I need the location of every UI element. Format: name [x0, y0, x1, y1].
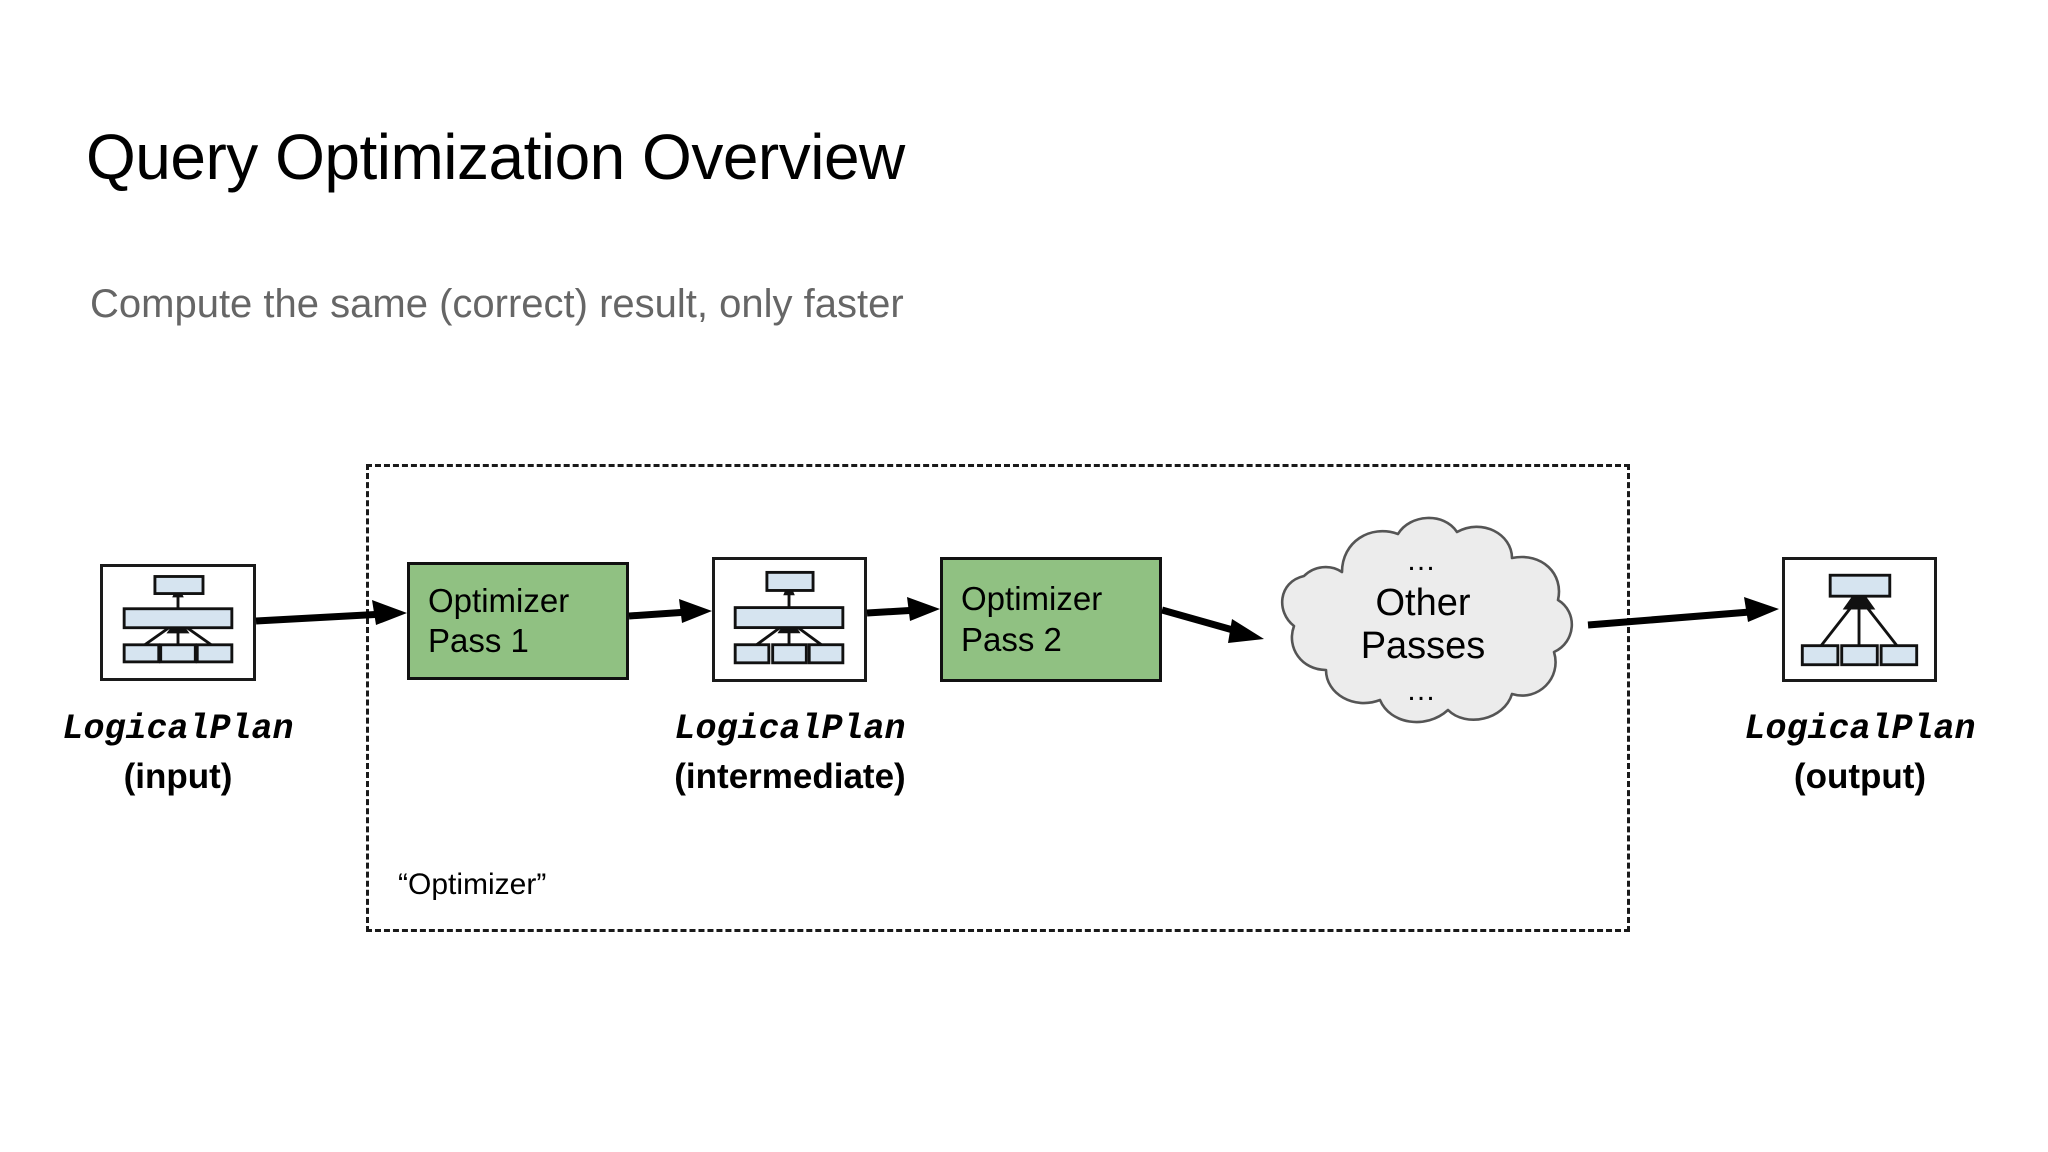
- optimizer-caption: “Optimizer”: [398, 868, 547, 901]
- caption-logical-plan-intermediate: LogicalPlan (intermediate): [620, 708, 960, 798]
- other-passes-cloud: … Other Passes …: [1258, 508, 1588, 744]
- logical-plan-intermediate: [712, 557, 867, 682]
- caption-logical-plan-input: LogicalPlan (input): [18, 708, 338, 798]
- cloud-shape-icon: [1280, 516, 1574, 724]
- caption-output-qualifier: (output): [1793, 756, 1927, 796]
- caption-intermediate-name: LogicalPlan: [674, 709, 906, 749]
- page-subtitle: Compute the same (correct) result, only …: [90, 282, 904, 326]
- page-title: Query Optimization Overview: [86, 121, 905, 193]
- caption-intermediate-qualifier: (intermediate): [674, 756, 906, 796]
- caption-input-name: LogicalPlan: [62, 709, 294, 749]
- optimizer-pass-2-line1: Optimizer: [961, 580, 1103, 618]
- plan-tree-input-icon: [122, 575, 234, 664]
- logical-plan-output: [1782, 557, 1937, 682]
- caption-logical-plan-output: LogicalPlan (output): [1700, 708, 2020, 798]
- optimizer-pass-1-line1: Optimizer: [428, 581, 570, 619]
- optimizer-boundary: [366, 464, 1630, 932]
- plan-tree-output-icon: [1800, 573, 1919, 667]
- optimizer-pass-1[interactable]: Optimizer Pass 1: [407, 562, 629, 680]
- caption-output-name: LogicalPlan: [1744, 709, 1976, 749]
- plan-tree-intermediate-icon: [733, 570, 845, 665]
- optimizer-pass-2-line2: Pass 2: [961, 620, 1062, 658]
- optimizer-pass-2[interactable]: Optimizer Pass 2: [940, 557, 1162, 682]
- logical-plan-input: [100, 564, 256, 681]
- caption-input-qualifier: (input): [123, 756, 233, 796]
- optimizer-pass-1-line2: Pass 1: [428, 622, 529, 659]
